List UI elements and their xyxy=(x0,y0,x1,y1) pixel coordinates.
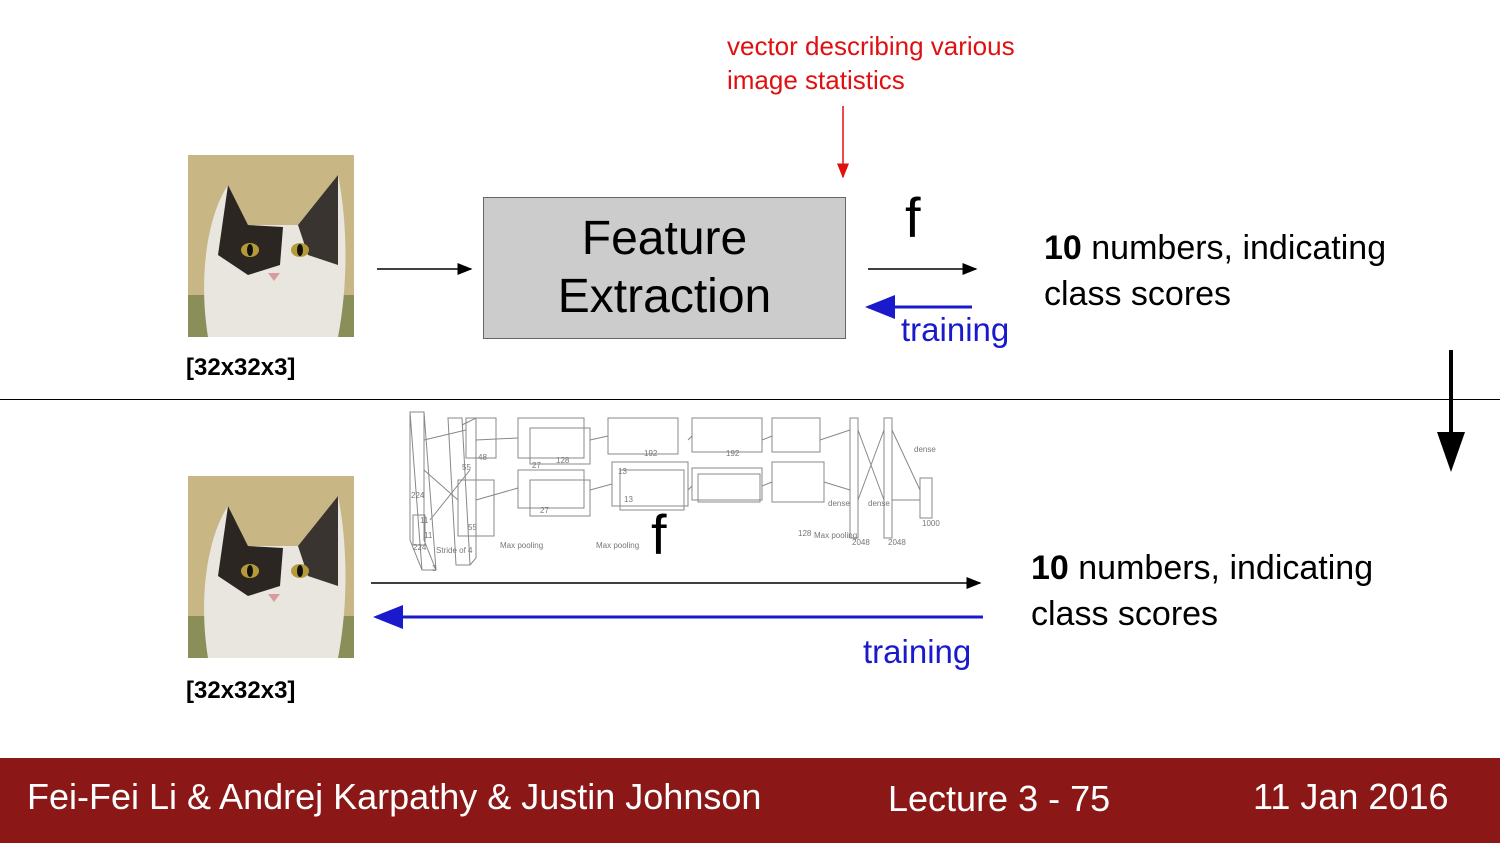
f-label-bottom: f xyxy=(651,502,667,567)
footer-date: 11 Jan 2016 xyxy=(1253,776,1449,818)
output-text-bottom: numbers, indicating xyxy=(1069,549,1373,587)
down-arrow-head xyxy=(1437,432,1465,472)
cnn-label: Max pooling xyxy=(500,541,543,550)
cnn-label: Stride of 4 xyxy=(436,546,473,555)
cnn-label: dense xyxy=(868,499,890,508)
cnn-label: 13 xyxy=(618,467,627,476)
cnn-label: 11 xyxy=(420,516,429,525)
cnn-label: 55 xyxy=(468,523,477,532)
cnn-label: 48 xyxy=(478,453,487,462)
cnn-label: Max pooling xyxy=(596,541,639,550)
output-line2-bottom: class scores xyxy=(1031,591,1373,637)
feature-vector-annotation: vector describing various image statisti… xyxy=(727,29,1015,97)
cnn-label: 224 xyxy=(411,491,425,500)
training-label-bottom: training xyxy=(863,633,971,671)
cnn-label: 128 xyxy=(798,529,812,538)
cnn-label: 2048 xyxy=(888,538,906,547)
cnn-label: Max pooling xyxy=(814,531,857,540)
feature-extraction-box: Feature Extraction xyxy=(483,197,846,339)
cnn-label: 192 xyxy=(644,449,658,458)
training-label-top: training xyxy=(901,311,1009,349)
output-line2-top: class scores xyxy=(1044,271,1386,317)
cnn-label: 3 xyxy=(432,564,437,573)
cnn-label: 1000 xyxy=(922,519,940,528)
output-scores-bottom: 10 numbers, indicating class scores xyxy=(1031,545,1373,637)
cnn-label: 2048 xyxy=(852,538,870,547)
section-divider xyxy=(0,399,1500,400)
output-scores-top: 10 numbers, indicating class scores xyxy=(1044,225,1386,317)
input-dims-top: [32x32x3] xyxy=(186,354,295,382)
cat-image-bottom xyxy=(188,476,354,658)
cat-image-top xyxy=(188,155,354,337)
output-text-top: numbers, indicating xyxy=(1082,229,1386,267)
output-count-top: 10 xyxy=(1044,229,1082,267)
footer-authors: Fei-Fei Li & Andrej Karpathy & Justin Jo… xyxy=(27,776,761,818)
cnn-label: 128 xyxy=(556,456,570,465)
cnn-label: 55 xyxy=(462,463,471,472)
input-dims-bottom: [32x32x3] xyxy=(186,677,295,705)
cnn-label: 27 xyxy=(532,461,541,470)
footer-lecture: Lecture 3 - 75 xyxy=(888,778,1110,820)
annotation-line1: vector describing various xyxy=(727,29,1015,63)
cnn-label: 11 xyxy=(424,531,433,540)
cnn-label: 192 xyxy=(726,449,740,458)
box-label-line1: Feature xyxy=(582,210,747,268)
box-label-line2: Extraction xyxy=(558,268,771,326)
cnn-label: 224 xyxy=(413,543,427,552)
cnn-label: dense xyxy=(914,445,936,454)
footer-bar: Fei-Fei Li & Andrej Karpathy & Justin Jo… xyxy=(0,758,1500,843)
annotation-line2: image statistics xyxy=(727,63,1015,97)
f-label-top: f xyxy=(905,185,921,250)
cnn-label: 27 xyxy=(540,506,549,515)
output-count-bottom: 10 xyxy=(1031,549,1069,587)
cnn-label: dense xyxy=(828,499,850,508)
cnn-label: 13 xyxy=(624,495,633,504)
